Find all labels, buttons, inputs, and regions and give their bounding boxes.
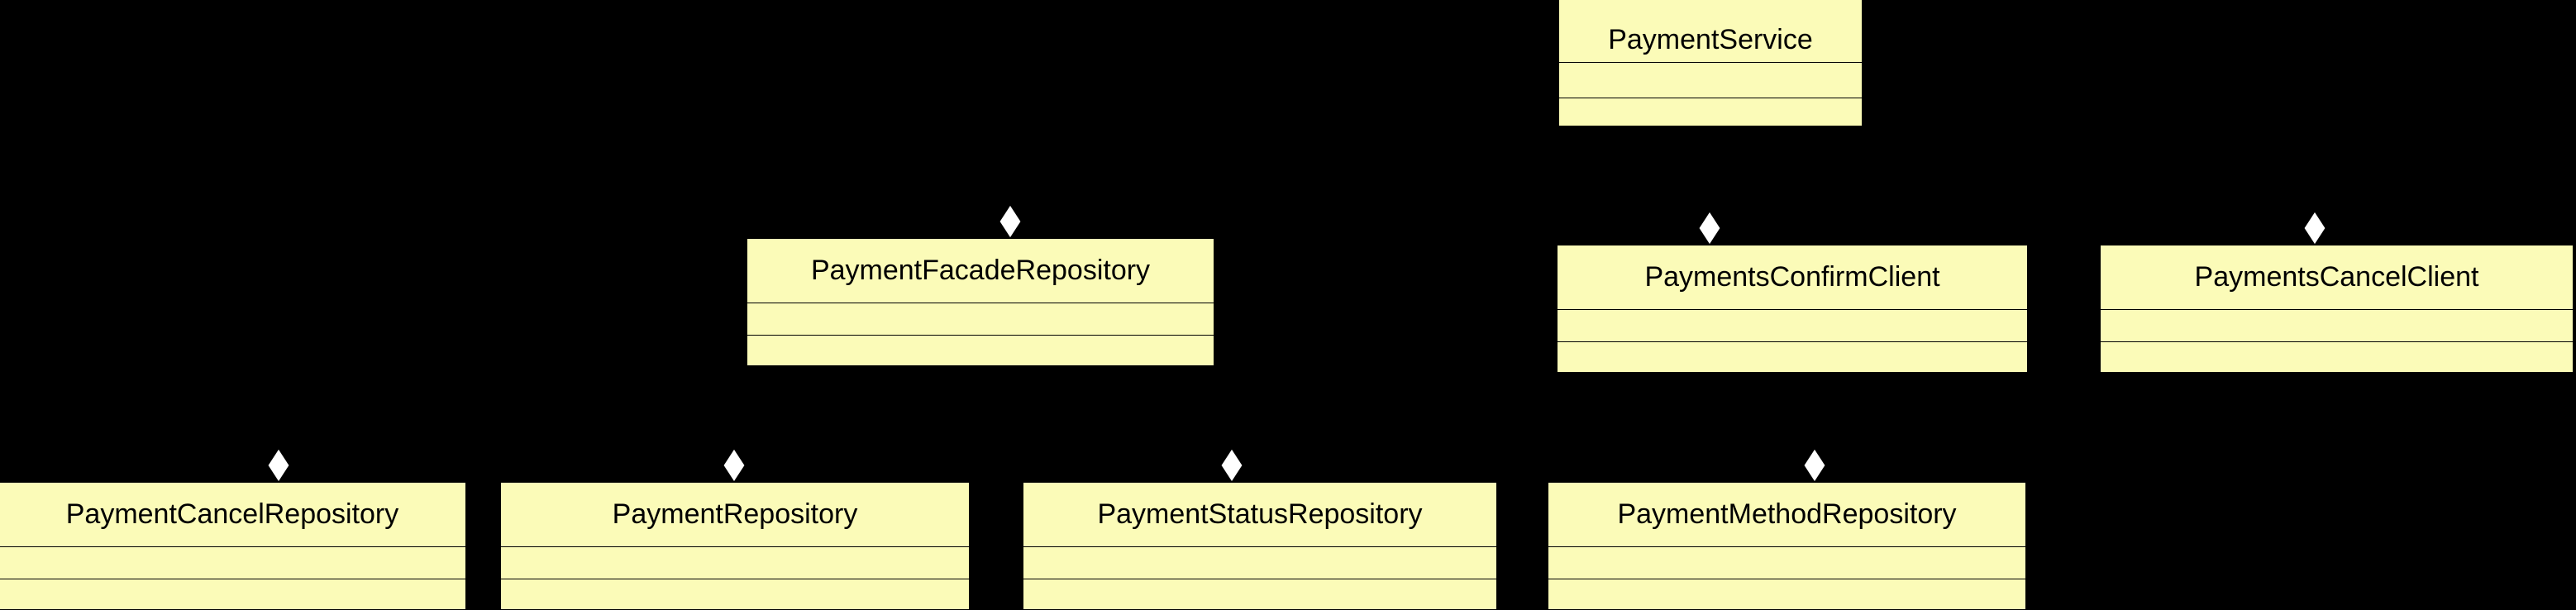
- class-attributes-payment-cancel-repository: [0, 547, 465, 579]
- aggregation-diamond-payment-cancel-repository: [267, 448, 290, 483]
- class-name-payment-facade-repository: PaymentFacadeRepository: [747, 239, 1214, 303]
- uml-class-payment-cancel-repository[interactable]: PaymentCancelRepository: [0, 482, 466, 610]
- aggregation-diamond-payment-method-repository: [1803, 448, 1826, 483]
- class-operations-payments-confirm-client: [1558, 342, 2027, 372]
- class-name-label: PaymentStatusRepository: [1097, 498, 1423, 530]
- class-attributes-payments-cancel-client: [2101, 310, 2573, 342]
- class-name-payment-cancel-repository: PaymentCancelRepository: [0, 483, 465, 547]
- uml-class-payment-facade-repository[interactable]: PaymentFacadeRepository: [747, 238, 1214, 366]
- class-attributes-payment-service: [1559, 63, 1862, 98]
- class-operations-payment-status-repository: [1023, 579, 1496, 609]
- class-operations-payment-method-repository: [1548, 579, 2025, 609]
- class-operations-payment-cancel-repository: [0, 579, 465, 609]
- class-name-label: PaymentMethodRepository: [1617, 498, 1957, 530]
- class-attributes-payment-repository: [501, 547, 969, 579]
- aggregation-diamond-payments-confirm-client: [1698, 211, 1721, 245]
- class-name-payment-service: PaymentService: [1559, 0, 1862, 63]
- aggregation-diamond-payment-repository: [723, 448, 746, 483]
- uml-class-payment-repository[interactable]: PaymentRepository: [500, 482, 970, 610]
- aggregation-diamond-payment-facade-repository: [999, 204, 1022, 239]
- class-operations-payment-facade-repository: [747, 336, 1214, 365]
- class-attributes-payment-status-repository: [1023, 547, 1496, 579]
- class-name-payment-status-repository: PaymentStatusRepository: [1023, 483, 1496, 547]
- class-name-label: PaymentsConfirmClient: [1644, 260, 1940, 293]
- uml-class-payment-service[interactable]: PaymentService: [1558, 0, 1863, 126]
- class-operations-payment-repository: [501, 579, 969, 609]
- class-name-payments-confirm-client: PaymentsConfirmClient: [1558, 245, 2027, 310]
- uml-class-payments-confirm-client[interactable]: PaymentsConfirmClient: [1557, 245, 2028, 373]
- class-name-label: PaymentCancelRepository: [65, 498, 399, 530]
- class-name-label: PaymentRepository: [612, 498, 858, 530]
- aggregation-diamond-payment-status-repository: [1220, 448, 1243, 483]
- class-attributes-payment-method-repository: [1548, 547, 2025, 579]
- aggregation-diamond-payments-cancel-client: [2303, 211, 2326, 245]
- class-attributes-payment-facade-repository: [747, 303, 1214, 336]
- class-name-label: PaymentsCancelClient: [2194, 260, 2479, 293]
- uml-class-payment-status-repository[interactable]: PaymentStatusRepository: [1023, 482, 1497, 610]
- class-name-payment-method-repository: PaymentMethodRepository: [1548, 483, 2025, 547]
- class-name-label: PaymentService: [1608, 24, 1813, 56]
- uml-class-payment-method-repository[interactable]: PaymentMethodRepository: [1548, 482, 2026, 610]
- uml-class-payments-cancel-client[interactable]: PaymentsCancelClient: [2100, 245, 2574, 373]
- class-operations-payments-cancel-client: [2101, 342, 2573, 372]
- class-operations-payment-service: [1559, 98, 1862, 126]
- class-attributes-payments-confirm-client: [1558, 310, 2027, 342]
- class-name-payments-cancel-client: PaymentsCancelClient: [2101, 245, 2573, 310]
- class-name-payment-repository: PaymentRepository: [501, 483, 969, 547]
- class-name-label: PaymentFacadeRepository: [810, 254, 1151, 286]
